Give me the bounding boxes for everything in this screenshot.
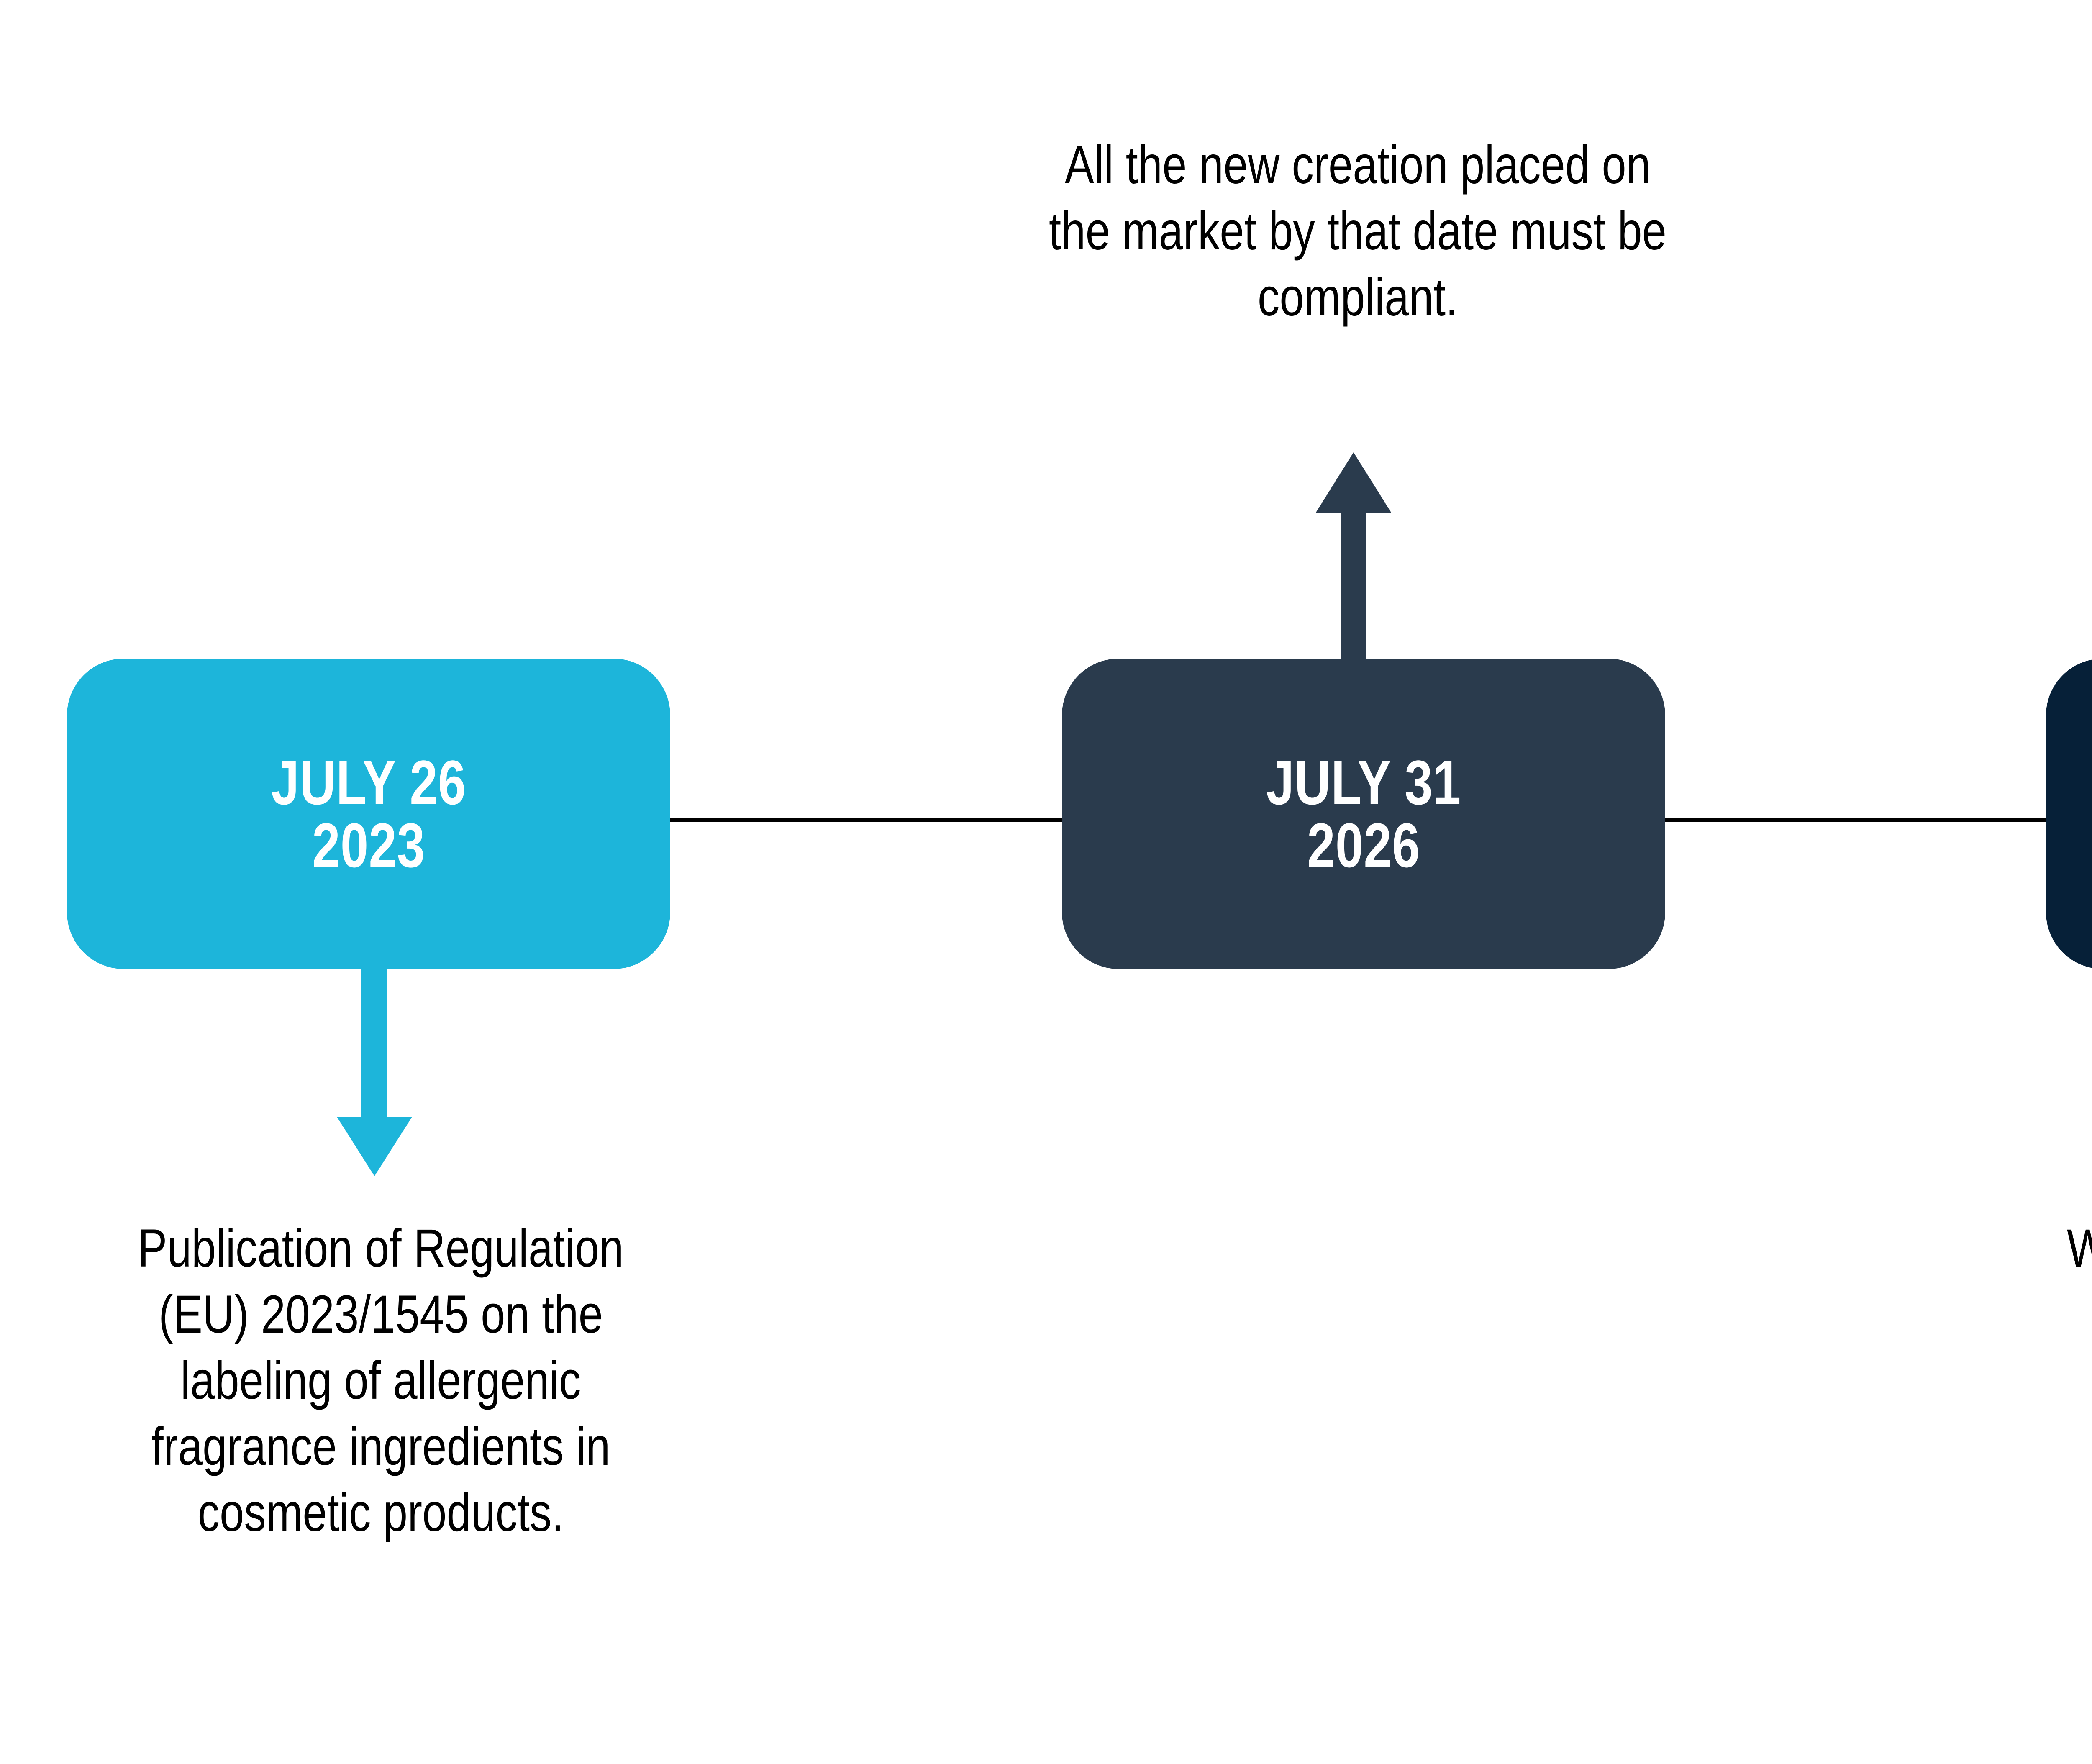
milestone-node-july-31-2026[interactable]: JULY 31 2026 [1062, 659, 1665, 969]
arrow-shaft-1 [361, 958, 387, 1119]
arrow-shaft-2 [1341, 512, 1366, 696]
milestone-node-july-31-2028[interactable]: JULY 31 2028 [2046, 659, 2092, 969]
milestone-month-day-2: JULY 31 [1266, 747, 1461, 818]
milestone-caption-july-31-2026: All the new creation placed on the marke… [1049, 135, 1667, 327]
milestone-year-2: 2026 [1307, 810, 1420, 880]
connector-line-2-3 [1654, 818, 2068, 822]
milestone-node-july-26-2023[interactable]: JULY 26 2023 [67, 659, 670, 969]
milestone-year-1: 2023 [312, 810, 426, 880]
milestone-date-1: JULY 26 2023 [271, 751, 466, 877]
arrow-head-1 [337, 1117, 412, 1176]
connector-line-1-2 [665, 818, 1067, 822]
milestone-month-day-1: JULY 26 [271, 747, 466, 818]
milestone-caption-july-31-2028: Withdrawal from the market of non-compli… [2058, 1215, 2092, 1348]
milestone-caption-july-26-2023: Publication of Regulation (EU) 2023/1545… [138, 1218, 624, 1543]
arrow-head-2 [1316, 452, 1391, 513]
milestone-date-2: JULY 31 2026 [1266, 751, 1461, 877]
